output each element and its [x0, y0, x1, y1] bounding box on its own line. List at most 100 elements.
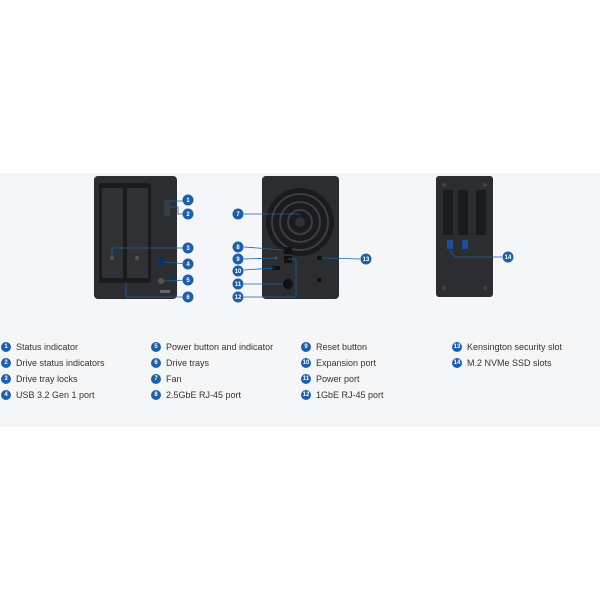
power-button — [158, 278, 164, 284]
legend-item-3: 3 Drive tray locks — [1, 372, 78, 386]
callout-1-num: 1 — [186, 198, 190, 204]
foot-1 — [442, 183, 446, 187]
foot-2 — [483, 183, 487, 187]
legend-label-2: Drive status indicators — [16, 358, 105, 368]
legend-badge-9: 9 — [301, 342, 311, 352]
legend-badge-3: 3 — [1, 374, 11, 384]
callout-8-num: 8 — [236, 245, 240, 251]
legend-label-4: USB 3.2 Gen 1 port — [16, 390, 95, 400]
usb-port — [158, 258, 164, 266]
legend: 1 Status indicator 2 Drive status indica… — [0, 340, 600, 410]
legend-item-5: 5 Power button and indicator — [151, 340, 273, 354]
callout-2-num: 2 — [186, 212, 190, 218]
callout-14-num: 14 — [505, 255, 512, 261]
legend-badge-13: 13 — [452, 342, 462, 352]
callout-8: 8 — [232, 241, 244, 253]
legend-badge-14: 14 — [452, 358, 462, 368]
front-view — [94, 176, 177, 299]
legend-label-1: Status indicator — [16, 342, 79, 352]
legend-badge-8: 8 — [151, 390, 161, 400]
callout-line-13 — [321, 257, 361, 260]
callout-line-6 — [125, 282, 188, 298]
vent-mid — [458, 190, 468, 235]
callout-badges: 1 2 3 4 5 6 7 8 9 10 11 12 13 14 — [182, 194, 514, 303]
legend-badge-2: 2 — [1, 358, 11, 368]
legend-label-10: Expansion port — [316, 358, 377, 368]
back-screw — [317, 278, 321, 282]
kensington-slot — [317, 256, 322, 260]
legend-item-6: 6 Drive trays — [151, 356, 209, 370]
legend-badge-12: 12 — [301, 390, 311, 400]
callout-line-8 — [243, 246, 285, 251]
legend-item-2: 2 Drive status indicators — [1, 356, 105, 370]
callout-5: 5 — [182, 274, 194, 286]
legend-badge-11: 11 — [301, 374, 311, 384]
power-port — [283, 279, 293, 289]
legend-badge-1: 1 — [1, 342, 11, 352]
foot-3 — [442, 286, 446, 290]
rj45-1gbe — [284, 256, 292, 263]
callout-11: 11 — [232, 278, 244, 290]
callout-line-9 — [243, 257, 277, 260]
legend-label-13: Kensington security slot — [467, 342, 563, 352]
legend-badge-5: 5 — [151, 342, 161, 352]
back-view — [262, 176, 339, 299]
legend-label-3: Drive tray locks — [16, 374, 78, 384]
callout-6: 6 — [182, 291, 194, 303]
bottom-view — [436, 176, 493, 297]
vent-left — [443, 190, 453, 235]
tray-lock-right — [135, 256, 139, 260]
legend-label-11: Power port — [316, 374, 360, 384]
callout-3: 3 — [182, 242, 194, 254]
legend-label-14: M.2 NVMe SSD slots — [467, 358, 552, 368]
legend-item-4: 4 USB 3.2 Gen 1 port — [1, 388, 95, 402]
legend-badge-7: 7 — [151, 374, 161, 384]
callout-11-num: 11 — [235, 282, 242, 288]
legend-item-12: 12 1GbE RJ-45 port — [301, 388, 384, 402]
callout-6-num: 6 — [186, 295, 190, 301]
legend-badge-10: 10 — [301, 358, 311, 368]
callout-9-num: 9 — [236, 257, 240, 263]
legend-item-14: 14 M.2 NVMe SSD slots — [452, 356, 552, 370]
callout-2: 2 — [182, 208, 194, 220]
callout-5-num: 5 — [186, 278, 190, 284]
m2-slot-1 — [447, 240, 453, 249]
legend-label-8: 2.5GbE RJ-45 port — [166, 390, 242, 400]
fan-hub — [295, 217, 305, 227]
legend-badge-6: 6 — [151, 358, 161, 368]
rj45-25gbe — [284, 247, 292, 254]
callout-line-14 — [449, 249, 502, 258]
legend-label-7: Fan — [166, 374, 182, 384]
callout-9: 9 — [232, 253, 244, 265]
legend-item-8: 8 2.5GbE RJ-45 port — [151, 388, 241, 402]
callout-line-12 — [244, 258, 297, 298]
callout-7-num: 7 — [236, 212, 240, 218]
drive-tray-left — [102, 188, 123, 278]
fan-ring-2 — [279, 201, 321, 243]
callout-13-num: 13 — [363, 257, 370, 263]
legend-label-12: 1GbE RJ-45 port — [316, 390, 384, 400]
callout-14: 14 — [502, 251, 514, 263]
drive-tray-right — [127, 188, 148, 278]
legend-item-1: 1 Status indicator — [1, 340, 78, 354]
legend-item-10: 10 Expansion port — [301, 356, 376, 370]
front-label — [160, 290, 170, 293]
fan-ring-3 — [287, 209, 313, 235]
callout-7: 7 — [232, 208, 244, 220]
callout-12: 12 — [232, 291, 244, 303]
callout-4: 4 — [182, 258, 194, 270]
vent-right — [476, 190, 486, 235]
fan-ring-1 — [271, 193, 329, 251]
callout-1: 1 — [182, 194, 194, 206]
callout-4-num: 4 — [186, 262, 190, 268]
legend-label-6: Drive trays — [166, 358, 210, 368]
legend-label-9: Reset button — [316, 342, 368, 352]
legend-label-5: Power button and indicator — [166, 342, 274, 352]
legend-item-7: 7 Fan — [151, 372, 182, 386]
callout-line-10 — [243, 267, 275, 271]
foot-4 — [483, 286, 487, 290]
legend-item-9: 9 Reset button — [301, 340, 367, 354]
legend-item-11: 11 Power port — [301, 372, 360, 386]
m2-slot-2 — [462, 240, 468, 249]
